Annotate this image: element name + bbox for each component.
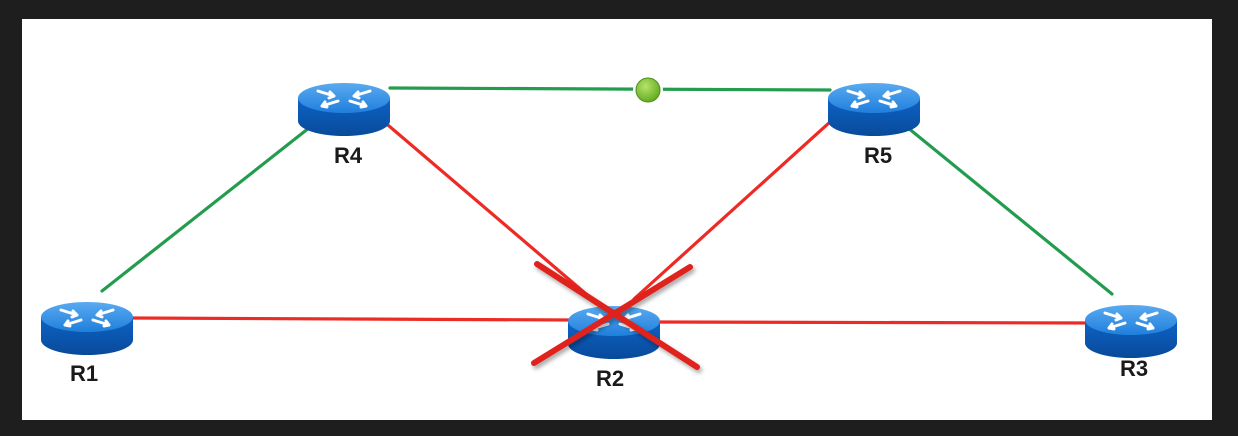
link-r5-r2-failed (632, 120, 832, 301)
router-label-r4: R4 (334, 143, 363, 168)
router-r4[interactable] (298, 83, 390, 136)
link-r1-r4-active (100, 122, 316, 293)
router-r3[interactable] (1085, 305, 1177, 358)
x-mark-icon (531, 261, 700, 370)
status-dot-icon (633, 75, 663, 105)
link-r5-r3-active (900, 121, 1114, 296)
links-layer (100, 86, 1114, 325)
router-r5[interactable] (828, 83, 920, 136)
failure-layer (531, 261, 700, 370)
router-r1[interactable] (41, 302, 133, 355)
router-label-r2: R2 (596, 366, 624, 391)
router-icon (828, 83, 920, 136)
router-label-r1: R1 (70, 361, 98, 386)
router-icon (298, 83, 390, 136)
router-label-r3: R3 (1120, 356, 1148, 381)
link-r4-r2-failed (380, 118, 594, 301)
link-r4-r5-active (388, 86, 832, 92)
router-label-r5: R5 (864, 143, 892, 168)
link-r1-r2-failed (130, 316, 574, 322)
link-r2-r3-failed (652, 320, 1094, 325)
router-icon (1085, 305, 1177, 358)
indicator-layer (633, 75, 663, 105)
router-icon (41, 302, 133, 355)
